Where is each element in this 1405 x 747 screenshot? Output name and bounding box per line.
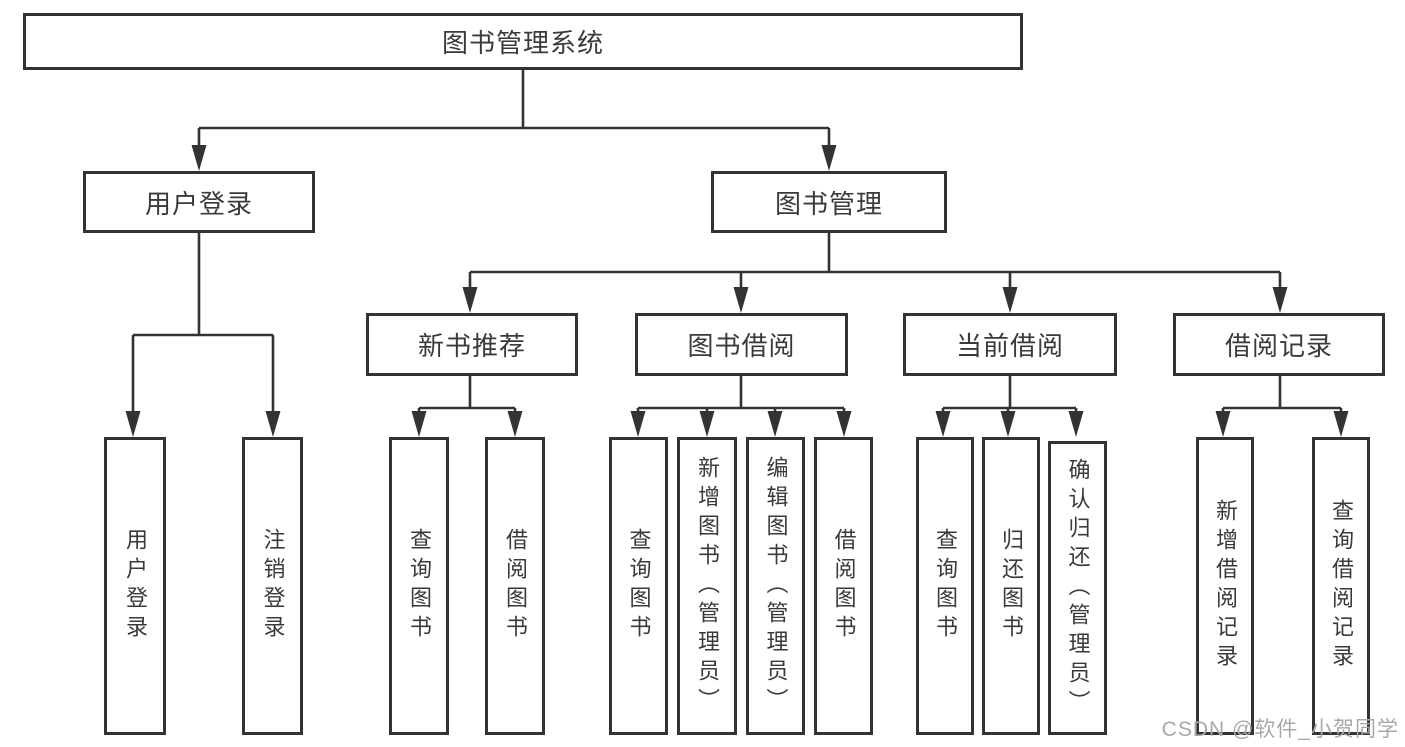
arrow-down-icon (630, 411, 646, 437)
node-book-borrow: 图书借阅 (635, 313, 848, 376)
leaf-cb-return-books-label: 归还图书 (999, 528, 1024, 644)
connector-book-management (468, 233, 1282, 290)
leaf-cb-query-books-label: 查询图书 (933, 528, 958, 644)
node-user-login: 用户登录 (83, 171, 315, 233)
node-root: 图书管理系统 (23, 13, 1023, 70)
arrow-down-icon (1002, 287, 1018, 313)
leaf-bb-edit-books-admin-label: 编辑图书（管理员） (763, 455, 789, 717)
node-new-book-recommend: 新书推荐 (366, 313, 578, 376)
connector-root (197, 70, 831, 150)
node-book-borrow-label: 图书借阅 (687, 331, 796, 361)
arrow-down-icon (462, 287, 478, 313)
leaf-br-query-record: 查询借阅记录 (1312, 437, 1370, 735)
arrow-down-icon (507, 411, 523, 437)
arrow-down-icon (191, 145, 207, 171)
node-borrow-records: 借阅记录 (1173, 313, 1385, 376)
arrow-down-icon (1272, 287, 1288, 313)
arrow-down-icon (1333, 411, 1349, 437)
arrow-down-icon (1068, 411, 1084, 437)
leaf-user-login: 用户登录 (104, 437, 166, 735)
leaf-nb-borrow-books-label: 借阅图书 (503, 528, 528, 644)
arrow-down-icon (733, 287, 749, 313)
leaf-bb-borrow-books-label: 借阅图书 (831, 528, 857, 644)
leaf-logout-label: 注销登录 (260, 528, 286, 644)
node-root-label: 图书管理系统 (441, 28, 604, 58)
leaf-nb-borrow-books: 借阅图书 (485, 437, 545, 735)
leaf-bb-borrow-books: 借阅图书 (814, 437, 873, 735)
leaf-bb-edit-books-admin: 编辑图书（管理员） (746, 437, 805, 735)
node-borrow-records-label: 借阅记录 (1224, 331, 1333, 361)
arrow-down-icon (1215, 411, 1231, 437)
leaf-br-query-record-label: 查询借阅记录 (1329, 499, 1354, 673)
leaf-cb-return-books: 归还图书 (982, 437, 1040, 735)
leaf-bb-add-books-admin: 新增图书（管理员） (677, 437, 737, 735)
node-book-management-label: 图书管理 (774, 188, 883, 219)
arrow-down-icon (935, 411, 951, 437)
leaf-bb-query-books: 查询图书 (609, 437, 668, 735)
leaf-cb-query-books: 查询图书 (916, 437, 974, 735)
arrow-down-icon (1000, 411, 1016, 437)
node-current-borrow: 当前借阅 (903, 313, 1117, 376)
leaf-br-add-record: 新增借阅记录 (1196, 437, 1254, 735)
arrow-down-icon (265, 411, 281, 437)
node-book-management: 图书管理 (711, 171, 947, 233)
arrow-down-icon (125, 411, 141, 437)
arrow-down-icon (767, 411, 783, 437)
connector-new-books (417, 376, 517, 414)
arrow-down-icon (411, 411, 427, 437)
connector-current-borrow (941, 376, 1078, 414)
connector-borrow-records (1221, 376, 1343, 414)
node-new-book-recommend-label: 新书推荐 (417, 331, 526, 361)
node-user-login-label: 用户登录 (144, 188, 253, 219)
arrow-down-icon (821, 145, 837, 171)
connector-book-borrow (636, 376, 846, 414)
leaf-nb-query-books-label: 查询图书 (407, 528, 432, 644)
leaf-br-add-record-label: 新增借阅记录 (1213, 499, 1238, 673)
node-current-borrow-label: 当前借阅 (955, 331, 1064, 361)
leaf-nb-query-books: 查询图书 (389, 437, 449, 735)
watermark: CSDN @软件_小贺同学 (1161, 718, 1399, 741)
arrow-down-icon (836, 411, 852, 437)
arrow-down-icon (699, 411, 715, 437)
connector-user-login (131, 233, 275, 413)
leaf-cb-confirm-return-admin: 确认归还（管理员） (1048, 441, 1107, 735)
leaf-logout: 注销登录 (242, 437, 303, 735)
leaf-bb-query-books-label: 查询图书 (626, 528, 652, 644)
leaf-bb-add-books-admin-label: 新增图书（管理员） (695, 455, 720, 717)
leaf-cb-confirm-return-admin-label: 确认归还（管理员） (1065, 457, 1091, 719)
leaf-user-login-label: 用户登录 (123, 528, 148, 644)
